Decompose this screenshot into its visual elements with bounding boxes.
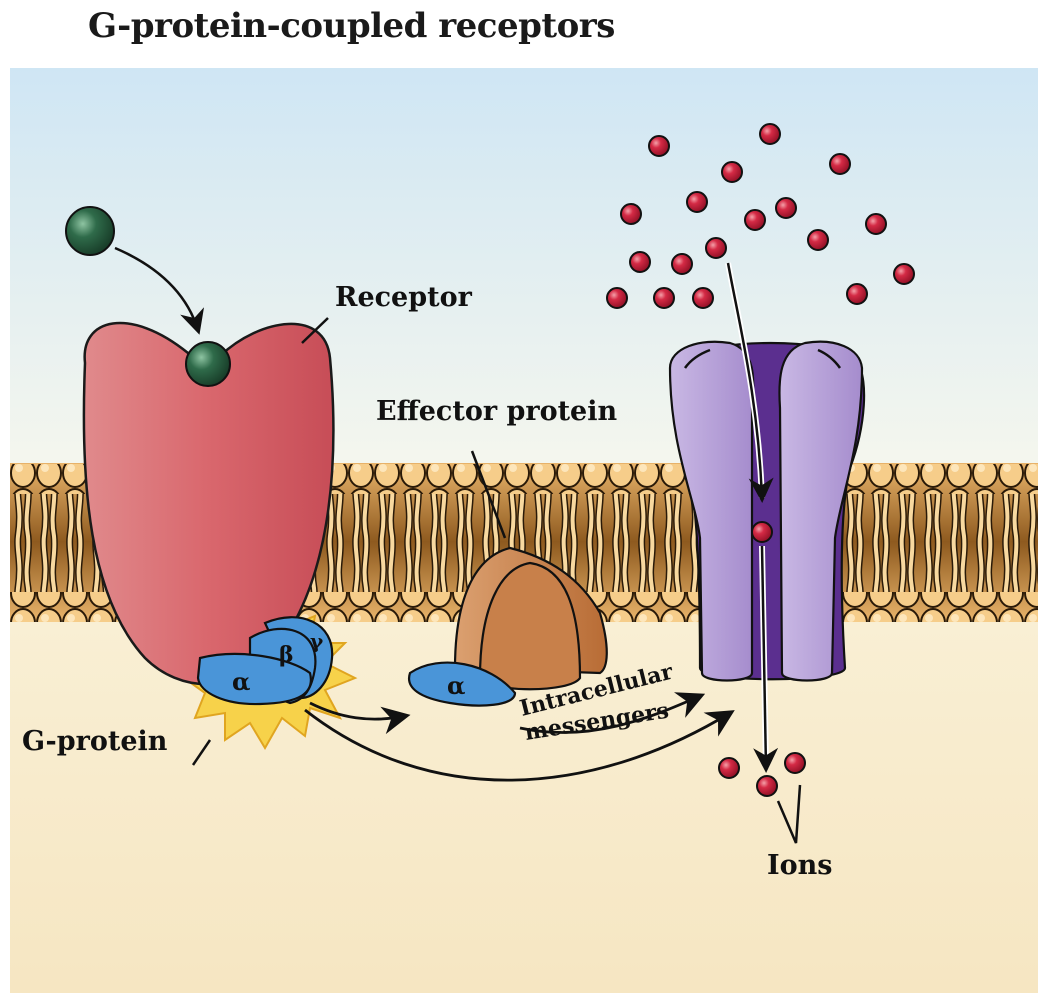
released-alpha-subunit [407,661,517,707]
ion [629,251,651,273]
effector-protein [453,546,608,691]
alpha-subunit [196,652,313,706]
ion [829,153,851,175]
bound-ligand [185,341,231,387]
figure-title: G-protein-coupled receptors [88,6,615,46]
gprotein-leader-line [191,739,212,766]
ion [620,203,642,225]
ion [606,287,628,309]
ion-channel [668,340,866,682]
ion [751,521,773,543]
ion [865,213,887,235]
receptor-label: Receptor [335,282,473,313]
ion [759,123,781,145]
alpha-release-arrow [309,701,411,735]
alpha-label: α [232,667,250,696]
released-alpha-label: α [447,671,465,700]
free-ligand [65,206,115,256]
ion [756,775,778,797]
ion [744,209,766,231]
ion-cluster [606,123,915,797]
gamma-label: γ [310,629,324,653]
effector-leader-line [470,450,507,539]
ions-leader-line [776,784,802,844]
effector-protein-label: Effector protein [376,396,617,427]
ion [721,161,743,183]
messenger-arrow-to-channel [304,708,735,782]
messenger-arrow-to-effector-path [519,692,706,734]
ion [648,135,670,157]
ions-label: Ions [767,850,832,881]
g-protein-complex: α β γ [196,616,334,706]
ion [705,237,727,259]
ion [692,287,714,309]
ion [807,229,829,251]
gprotein-label: G-protein [22,726,168,757]
ion [784,752,806,774]
ion [686,191,708,213]
ion [653,287,675,309]
beta-label: β [279,642,294,668]
ion [718,757,740,779]
ion [671,253,693,275]
ion [846,283,868,305]
receptor-leader-line [301,317,329,344]
ion [893,263,915,285]
ion [775,197,797,219]
ligand-binding-arrow [114,246,205,335]
gpcr-diagram: α β γ α Receptor Effector protein G-prot… [10,68,1038,993]
